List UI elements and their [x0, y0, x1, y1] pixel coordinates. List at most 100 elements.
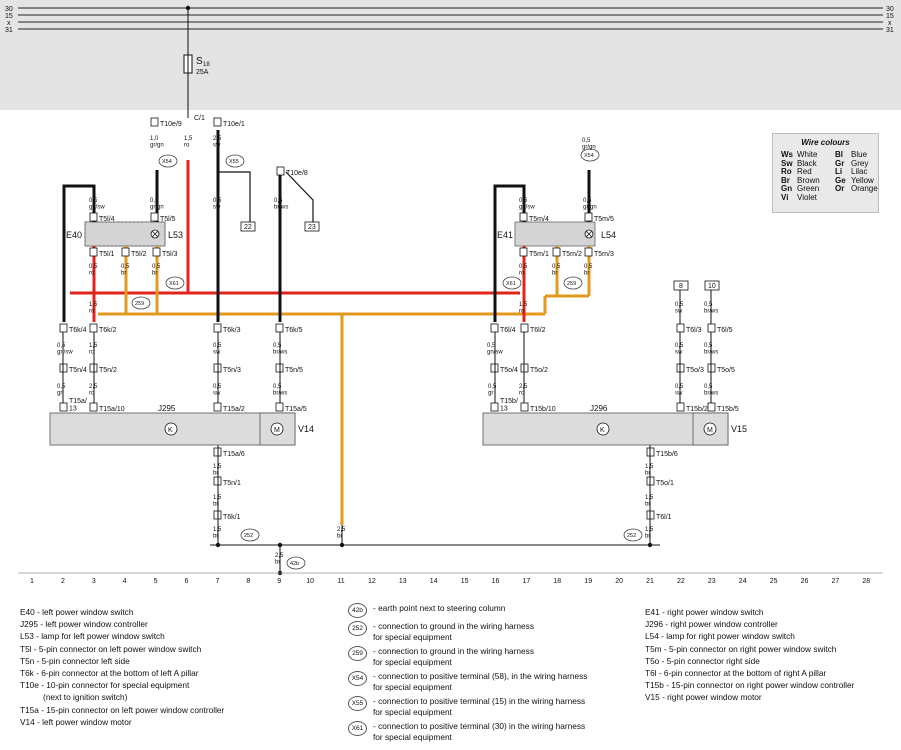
wire-colour-code	[835, 194, 849, 203]
harness-circles	[131, 148, 643, 570]
connector-label: T5l/5	[160, 216, 176, 223]
connector-label: T15a/13	[69, 398, 87, 413]
connector-label: T15b/13	[500, 398, 518, 413]
e41-label: E41	[497, 230, 513, 240]
connector-label: T5o/1	[656, 480, 674, 487]
legend-entry: T5m - 5-pin connector on right power win…	[645, 643, 837, 654]
connector-label: T10e/1	[223, 121, 245, 128]
legend-entry: J295 - left power window controller	[20, 619, 148, 630]
legend-middle: 42b- earth point next to steering column…	[348, 603, 587, 746]
legend-entry: T15b - 15-pin connector on right power w…	[645, 680, 855, 691]
wire-colours-title: Wire colours	[801, 138, 850, 147]
connector-label: T5m/2	[562, 251, 582, 258]
fuse-name: S	[196, 56, 203, 67]
legend-text: - earth point next to steering column	[373, 603, 506, 613]
connector-label: T15a/10	[99, 406, 125, 413]
connector-label: T5n/2	[99, 367, 117, 374]
track-number: 4	[123, 578, 127, 585]
track-number: 14	[430, 578, 438, 585]
e41-black-wire	[493, 184, 526, 322]
v14-label: V14	[298, 424, 314, 434]
connector-label: T15b/2	[686, 406, 708, 413]
track-number: 18	[553, 578, 561, 585]
wire-colour-name: White	[797, 150, 818, 159]
j295-label: J295	[158, 404, 176, 413]
track-number: 27	[832, 578, 840, 585]
legend-entry: X55- connection to positive terminal (15…	[348, 696, 587, 718]
connector-label: T15a/2	[223, 406, 245, 413]
legend-entry: 252- connection to ground in the wiring …	[348, 621, 587, 643]
wire-colour-name: Black	[797, 158, 817, 168]
legend-entry: T15a - 15-pin connector on left power wi…	[20, 704, 225, 715]
connector-label: T6k/3	[223, 327, 241, 334]
relay-k-label: K	[600, 427, 605, 434]
connector-label: T6l/4	[500, 327, 516, 334]
legend-entry: T5l - 5-pin connector on left power wind…	[20, 643, 202, 654]
terminal-23: 23	[308, 224, 316, 231]
track-number: 17	[523, 578, 531, 585]
connector-label: T5n/5	[285, 367, 303, 374]
t10e8-link	[285, 171, 314, 222]
terminal-8: 8	[679, 283, 683, 290]
connector-label: T6l/2	[530, 327, 546, 334]
l53-lamp-cross	[151, 230, 159, 238]
wire-colour-code: Ws	[781, 150, 793, 159]
wire-colour-code: Br	[781, 175, 790, 185]
x55-link	[218, 171, 251, 222]
connector-label: T15b/10	[530, 406, 556, 413]
legend-entry: T6k - 6-pin connector at the bottom of l…	[20, 668, 199, 679]
v14-motor-box	[259, 412, 296, 446]
connector-label: T5n/3	[223, 367, 241, 374]
track-number: 7	[215, 578, 219, 585]
v15-label: V15	[731, 424, 747, 434]
connector-label: T5o/5	[717, 367, 735, 374]
legend-entry: X61- connection to positive terminal (30…	[348, 721, 587, 743]
x54-circle-label: X54	[584, 153, 594, 159]
c1-label: C/1	[194, 115, 205, 122]
wire-colour-name: Brown	[797, 175, 820, 185]
legend-text: - connection to positive terminal (30) i…	[373, 721, 586, 742]
wire-colour-name: Lilac	[851, 167, 868, 176]
wire-colour-name: Yellow	[851, 175, 874, 185]
track-number: 8	[246, 578, 250, 585]
wire-colour-name: Blue	[851, 150, 868, 159]
legend-entry: V14 - left power window motor	[20, 716, 132, 727]
terminal-10: 10	[708, 283, 716, 290]
legend-entry: J296 - right power window controller	[645, 619, 778, 630]
connector-label: T5n/1	[223, 480, 241, 487]
connector-label: T5o/3	[686, 367, 704, 374]
rail-label-left: x	[7, 20, 11, 27]
connector-label: T5m/4	[529, 216, 549, 223]
x61-circle-label: X61	[506, 281, 516, 287]
e40-black-wire	[62, 184, 96, 322]
j295-relay-icon	[164, 422, 178, 436]
wire-colour-code: Bl	[835, 150, 843, 159]
track-number: 19	[584, 578, 592, 585]
connector-label: T15a/5	[285, 406, 307, 413]
v14-motor-icon	[270, 422, 284, 436]
supply-rail-band	[0, 0, 901, 110]
track-number: 2	[61, 578, 65, 585]
rail-label-left: 15	[5, 13, 13, 20]
j296-relay-icon	[596, 422, 610, 436]
track-number: 13	[399, 578, 407, 585]
